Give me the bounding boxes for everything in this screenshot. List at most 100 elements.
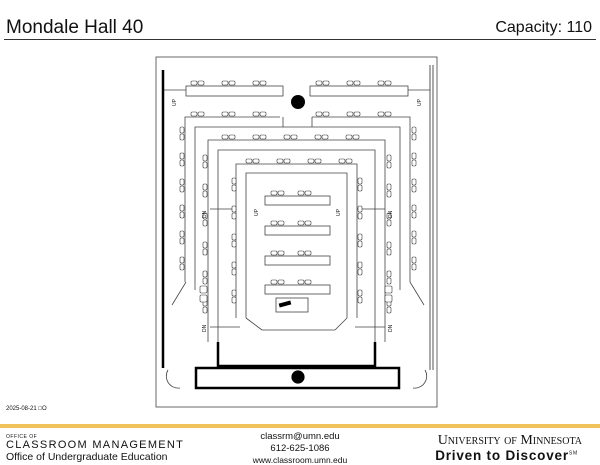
seat (353, 111, 361, 117)
stair-label: DN (202, 324, 208, 332)
header-divider (4, 39, 596, 40)
email-link[interactable]: classrm@umn.edu (260, 431, 340, 442)
seat (357, 289, 363, 297)
seat (231, 177, 237, 185)
seat (199, 285, 208, 294)
seat (304, 279, 312, 285)
seat (202, 154, 208, 162)
seat (357, 205, 363, 213)
seat (386, 154, 392, 162)
seat (357, 212, 363, 220)
website-link[interactable]: www.classroom.umn.edu (252, 455, 348, 465)
tier-4-outer (235, 163, 358, 318)
seat (384, 285, 393, 294)
seat (259, 134, 267, 140)
seat (338, 158, 346, 164)
seat (202, 190, 208, 198)
seat (304, 220, 312, 226)
seat (199, 294, 208, 303)
seat (357, 240, 363, 248)
seat (357, 233, 363, 241)
seat (377, 111, 385, 117)
seat (411, 159, 417, 167)
seat (353, 80, 361, 86)
seat (386, 270, 392, 278)
seat (259, 80, 267, 86)
seat (315, 80, 323, 86)
seat (411, 178, 417, 186)
seat (386, 219, 392, 227)
seat (228, 80, 236, 86)
seat (179, 204, 185, 212)
seat (384, 80, 392, 86)
seat (277, 250, 285, 256)
desk (185, 85, 284, 97)
seat (228, 134, 236, 140)
seat (411, 263, 417, 271)
seat (357, 261, 363, 269)
stair-label: DN (388, 210, 394, 218)
service-mark: SM (568, 450, 578, 457)
thick-walls (161, 70, 401, 390)
seat (231, 233, 237, 241)
seat (270, 279, 278, 285)
column (291, 95, 305, 109)
stair-label: UP (417, 98, 423, 106)
seat (231, 289, 237, 297)
seat (304, 250, 312, 256)
seat (202, 277, 208, 285)
seat (346, 80, 354, 86)
seat (231, 240, 237, 248)
stair-label: DN (388, 324, 394, 332)
seat (321, 134, 329, 140)
seat (179, 263, 185, 271)
seat (252, 158, 260, 164)
floor-plan: UP UP DN DN UP UP DN DN (155, 56, 438, 408)
seat (202, 219, 208, 227)
seat (386, 306, 392, 314)
seat (297, 250, 305, 256)
seat (231, 205, 237, 213)
tier-2-outer (184, 116, 411, 282)
seat (179, 133, 185, 141)
stair-label: UP (172, 98, 178, 106)
seat (179, 178, 185, 186)
seat (386, 212, 392, 220)
seat (357, 184, 363, 192)
seat (276, 158, 284, 164)
seat (345, 158, 353, 164)
tier-3-outer (207, 139, 386, 342)
undergrad-office: Office of Undergraduate Education (6, 451, 168, 463)
office-of: OFFICE OF (6, 434, 38, 440)
seat (190, 80, 198, 86)
seat (411, 152, 417, 160)
tier-4-inner (245, 172, 348, 318)
seat (252, 111, 260, 117)
seat (231, 296, 237, 304)
seat (231, 184, 237, 192)
seat (221, 111, 229, 117)
seat (411, 133, 417, 141)
seat (202, 248, 208, 256)
seat (283, 134, 291, 140)
seat (411, 211, 417, 219)
seat (346, 111, 354, 117)
seat (231, 212, 237, 220)
seat (252, 134, 260, 140)
seat (252, 80, 260, 86)
seat (221, 80, 229, 86)
lectern (275, 297, 309, 313)
slogan-text: Driven to Discover (435, 448, 569, 463)
seat (314, 134, 322, 140)
seat (384, 111, 392, 117)
seat (270, 190, 278, 196)
revision-date: 2025-08-21 □O (6, 406, 47, 412)
seat (290, 134, 298, 140)
seat (411, 204, 417, 212)
tier-3-inner (217, 149, 376, 342)
seat (297, 220, 305, 226)
seat (179, 126, 185, 134)
seat (352, 134, 360, 140)
seat (386, 277, 392, 285)
footer-accent-bar (0, 424, 600, 428)
